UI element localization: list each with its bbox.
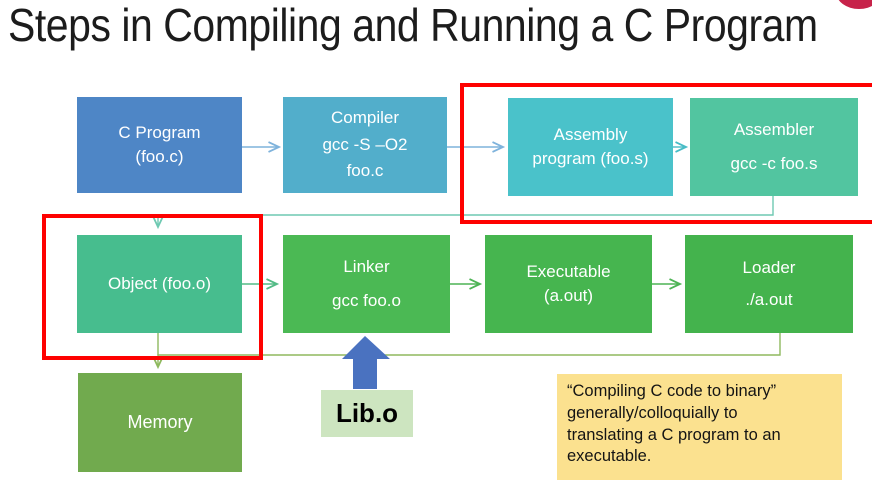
- box-loader: Loader ./a.out: [685, 235, 853, 333]
- red-corner-ellipse-decoration: [836, 0, 872, 9]
- libo-label-box: Lib.o: [321, 390, 413, 437]
- box-linker: Linker gcc foo.o: [283, 235, 450, 333]
- box-c-program: C Program (foo.c): [77, 97, 242, 193]
- arrow-loader-to-memory: [152, 333, 781, 370]
- box-assembler: Assembler gcc -c foo.s: [690, 98, 858, 196]
- box-assembly-program: Assembly program (foo.s): [508, 98, 673, 196]
- compiling-note: “Compiling C code to binary” generally/c…: [557, 374, 842, 480]
- box-executable: Executable (a.out): [485, 235, 652, 333]
- box-object: Object (foo.o): [77, 235, 242, 333]
- red-highlight-object-box: [42, 214, 263, 360]
- box-compiler: Compiler gcc -S –O2 foo.c: [283, 97, 447, 193]
- box-memory: Memory: [78, 373, 242, 472]
- libo-up-arrow: [342, 336, 390, 389]
- slide-title: Steps in Compiling and Running a C Progr…: [8, 0, 818, 51]
- red-highlight-assembly-stage: [460, 83, 872, 224]
- arrow-assembler-to-object: [152, 196, 774, 230]
